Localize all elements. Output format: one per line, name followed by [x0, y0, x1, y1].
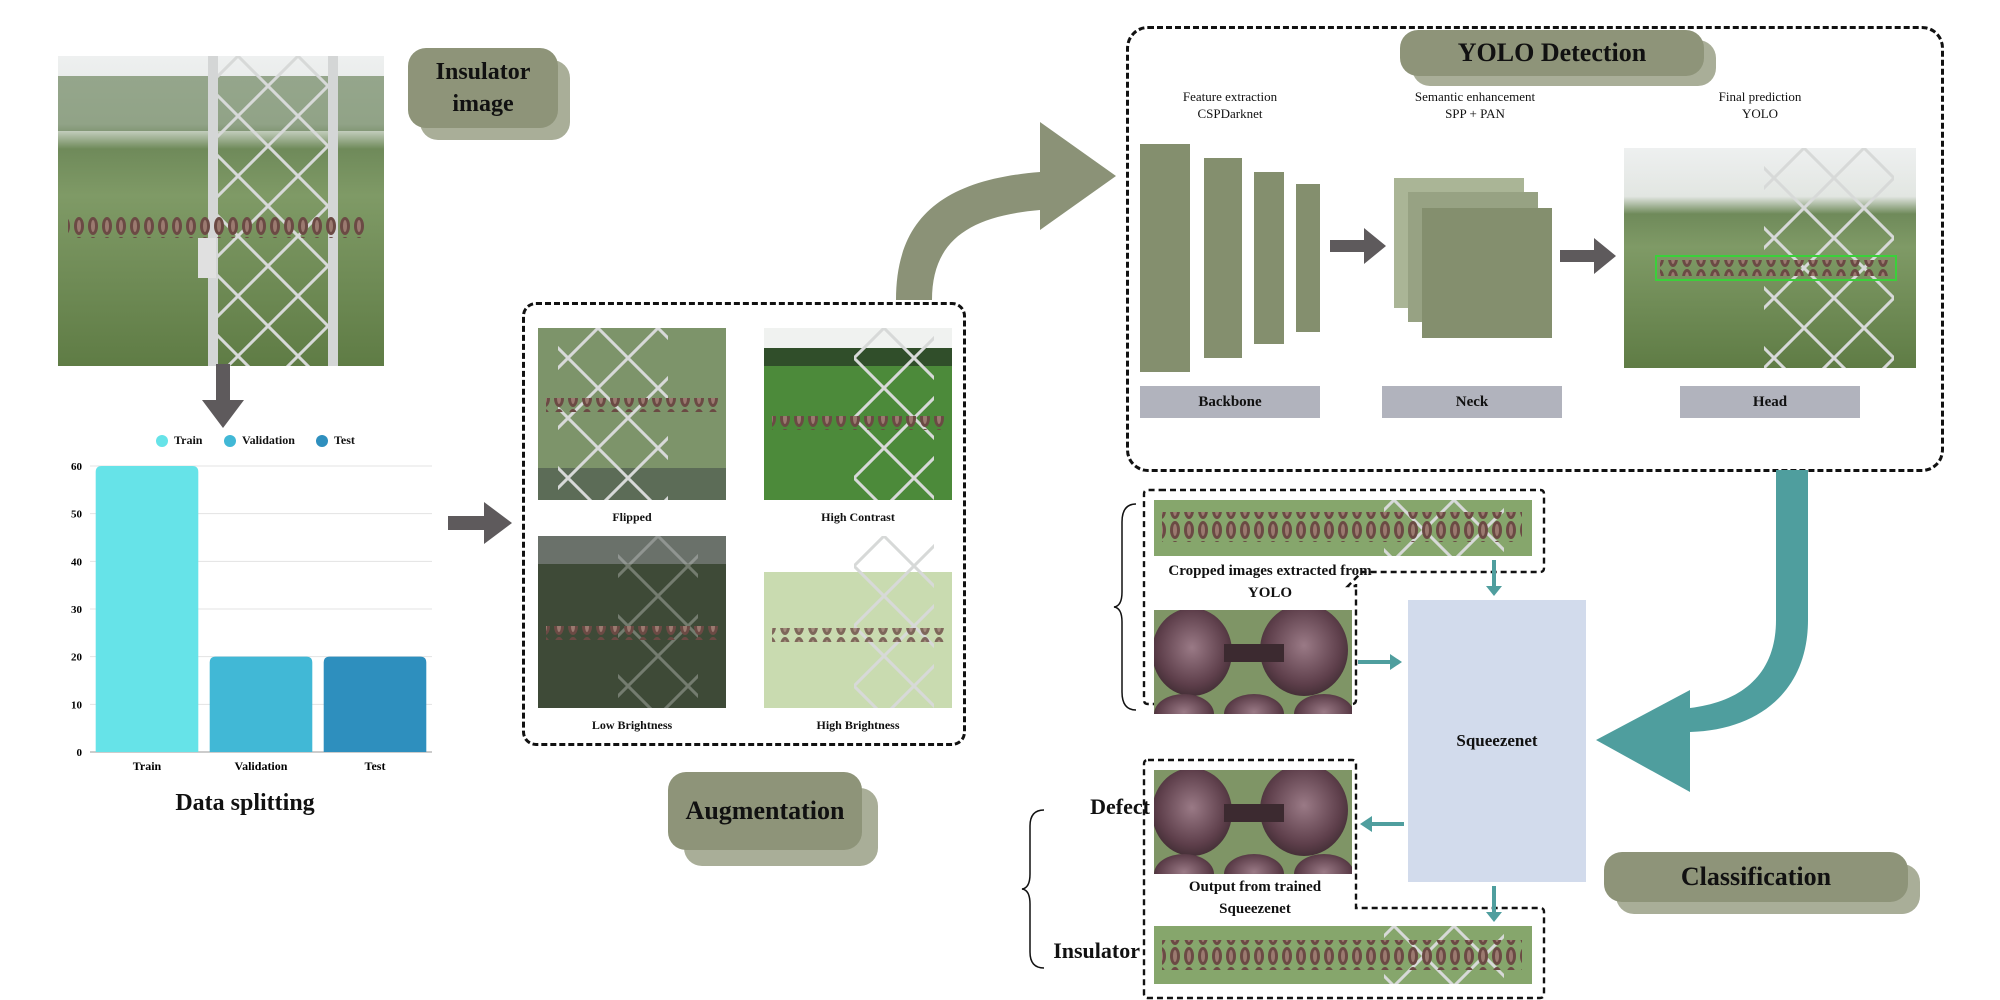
- backbone-block-4: [1296, 184, 1320, 332]
- aug-high-brightness-label: High Brightness: [816, 718, 900, 732]
- output-caption: Output from trained Squeezenet: [1150, 876, 1360, 920]
- y-tick-label: 20: [71, 652, 83, 664]
- aug-high-contrast-photo: [764, 328, 952, 500]
- legend-test-dot: [316, 435, 328, 447]
- y-tick-label: 0: [77, 747, 83, 759]
- strip-to-squeezenet-arrow-icon: [1486, 560, 1502, 596]
- feature-extraction-caption: Feature extraction CSPDarknet: [1130, 88, 1330, 122]
- teal-curved-arrow-icon: [1596, 470, 1808, 792]
- semantic-enhancement-line2: SPP + PAN: [1445, 106, 1505, 121]
- bar-test: [323, 656, 427, 752]
- insulator-image-label: Insulator image: [408, 48, 558, 128]
- final-prediction-line1: Final prediction: [1718, 89, 1802, 104]
- neck-block-3: [1422, 208, 1552, 338]
- yolo-detection-tag: YOLO Detection: [1400, 30, 1716, 86]
- legend-train-label: Train: [174, 433, 203, 447]
- data-split-legend: Train Validation Test: [150, 432, 390, 452]
- classification-tag: Classification: [1604, 852, 1922, 916]
- final-prediction-line2: YOLO: [1741, 106, 1779, 121]
- yolo-panel: [1126, 26, 1944, 472]
- defect-label: Defect: [1090, 794, 1150, 819]
- bar-train: [95, 466, 199, 752]
- augmentation-label: Augmentation: [668, 772, 862, 850]
- semantic-enhancement-line1: Semantic enhancement: [1414, 89, 1536, 104]
- insulator-label: Insulator: [1053, 938, 1140, 963]
- legend-validation-label: Validation: [242, 433, 295, 447]
- aug-flipped-label: Flipped: [612, 510, 652, 524]
- final-prediction-caption: Final prediction YOLO: [1660, 88, 1860, 122]
- aug-low-brightness-label: Low Brightness: [591, 718, 673, 732]
- y-tick-label: 10: [71, 699, 83, 711]
- down-arrow-icon: [202, 364, 244, 428]
- aug-flipped-photo: [538, 328, 726, 500]
- insulator-photo: [58, 56, 384, 366]
- neck-to-head-arrow-icon: [1560, 238, 1616, 274]
- data-splitting-title: Data splitting: [175, 790, 315, 816]
- x-tick-label: Validation: [235, 759, 288, 773]
- legend-validation-dot: [224, 435, 236, 447]
- cropped-caption: Cropped images extracted from YOLO: [1150, 560, 1390, 604]
- semantic-enhancement-caption: Semantic enhancement SPP + PAN: [1370, 88, 1580, 122]
- cropped-closeup-photo: [1154, 610, 1352, 714]
- output-caption-line1: Output from trained: [1188, 879, 1322, 895]
- legend-test-label: Test: [334, 433, 355, 447]
- squeezenet-to-insulator-arrow-icon: [1486, 886, 1502, 922]
- cropped-strip-photo: [1154, 500, 1532, 556]
- squeezenet-box: Squeezenet: [1408, 600, 1586, 882]
- yolo-detection-label: YOLO Detection: [1400, 30, 1704, 76]
- curved-arrow-icon: [896, 122, 1116, 300]
- yolo-detection-photo: [1624, 148, 1916, 368]
- y-tick-label: 50: [71, 509, 83, 521]
- x-tick-label: Test: [365, 759, 386, 773]
- aug-high-brightness-photo: [764, 536, 952, 708]
- squeezenet-to-defect-arrow-icon: [1360, 816, 1404, 832]
- bar-validation: [209, 656, 313, 752]
- cropped-brace: [1113, 503, 1137, 711]
- output-brace: [1021, 809, 1045, 969]
- right-arrow-icon: [448, 502, 512, 544]
- y-tick-label: 30: [71, 604, 83, 616]
- insulator-image-tag: Insulator image: [408, 48, 570, 140]
- output-caption-line2: Squeezenet: [1219, 901, 1291, 917]
- insulator-output-photo: [1154, 926, 1532, 984]
- x-tick-label: Train: [133, 759, 162, 773]
- feature-extraction-line2: CSPDarknet: [1197, 106, 1263, 121]
- y-tick-label: 60: [71, 461, 83, 473]
- classification-dashed-outline: [1142, 488, 1546, 1000]
- backbone-label: Backbone: [1140, 386, 1320, 418]
- backbone-block-2: [1204, 158, 1242, 358]
- aug-high-contrast-label: High Contrast: [821, 510, 895, 524]
- aug-low-brightness-photo: [538, 536, 726, 708]
- defect-output-photo: [1154, 770, 1352, 874]
- backbone-block-3: [1254, 172, 1284, 344]
- classification-label: Classification: [1604, 852, 1908, 902]
- legend-train-dot: [156, 435, 168, 447]
- closeup-to-squeezenet-arrow-icon: [1358, 654, 1402, 670]
- backbone-to-neck-arrow-icon: [1330, 228, 1386, 264]
- feature-extraction-line1: Feature extraction: [1182, 89, 1278, 104]
- head-label: Head: [1680, 386, 1860, 418]
- augmentation-panel: [522, 302, 966, 746]
- augmentation-tag: Augmentation: [668, 772, 880, 866]
- y-tick-label: 40: [71, 556, 83, 568]
- squeezenet-label: Squeezenet: [1456, 731, 1538, 750]
- cropped-caption-line1: Cropped images extracted from: [1168, 563, 1372, 579]
- backbone-block-1: [1140, 144, 1190, 372]
- neck-label: Neck: [1382, 386, 1562, 418]
- cropped-caption-line2: YOLO: [1247, 585, 1293, 601]
